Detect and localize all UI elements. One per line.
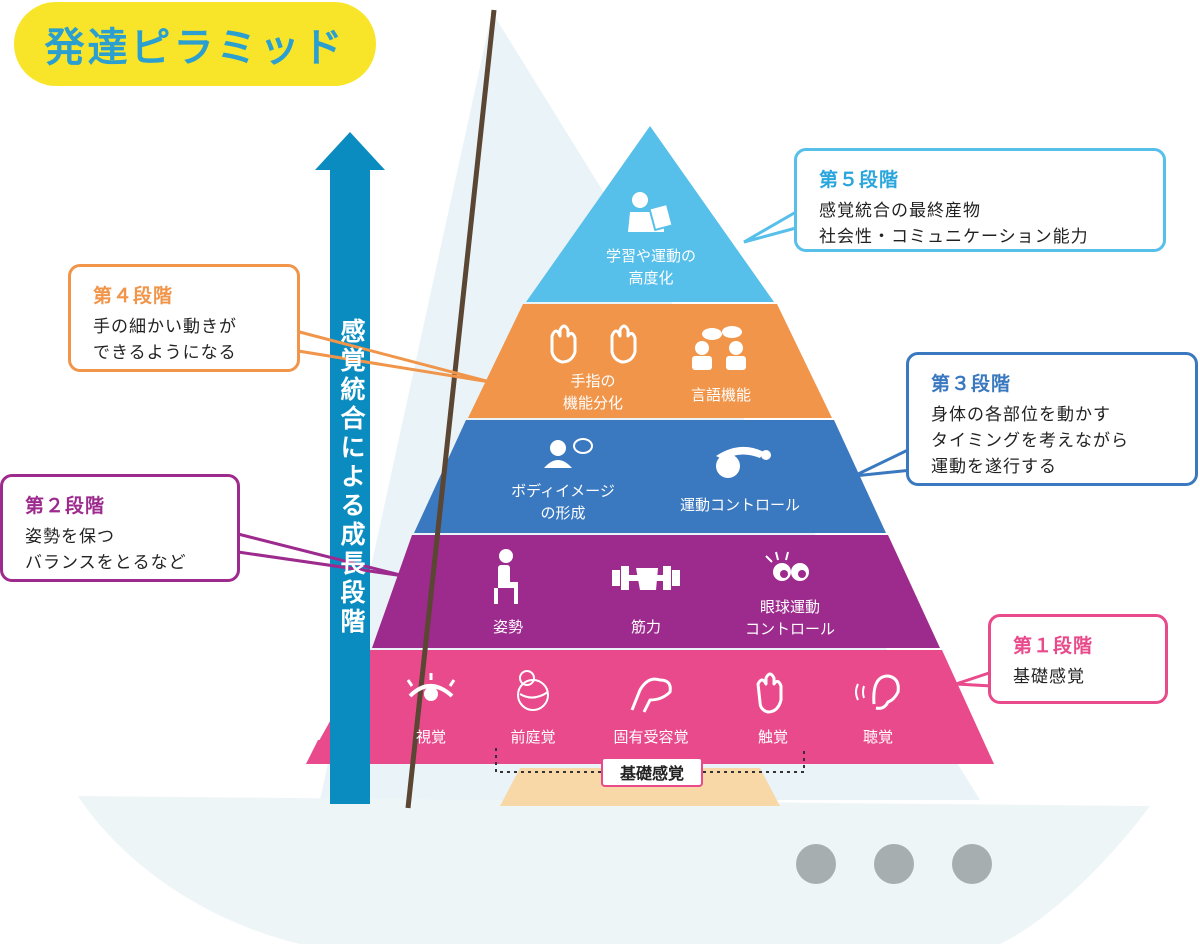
stage-2-title: 第２段階 [25, 495, 106, 517]
level-1-item-3-label: 固有受容覚 [613, 728, 689, 746]
level-1-item-2-label: 前庭覚 [510, 728, 556, 746]
stage-3-line-3: 運動を遂行する [931, 457, 1057, 477]
callout-4-pointer-b [291, 348, 491, 384]
level-1-item-1-label: 視覚 [415, 728, 447, 746]
stage-4-title: 第４段階 [93, 285, 174, 307]
stage-3-title: 第３段階 [931, 373, 1012, 395]
sitting-person-icon [494, 549, 518, 604]
level-2-item-2-label: 筋力 [630, 618, 662, 636]
callout-stage-2: 第２段階 姿勢を保つ バランスをとるなど [0, 474, 240, 582]
stage-3-line-2: タイミングを考えながら [931, 431, 1129, 451]
level-2-item-3-label: 眼球運動 コントロール [744, 598, 836, 638]
ear-icon [855, 674, 900, 710]
conversation-icon [692, 326, 746, 370]
muscle-arm-icon [630, 677, 672, 713]
stage-2-line-2: バランスをとるなど [25, 553, 187, 573]
stage-5-line-1: 感覚統合の最終産物 [819, 201, 981, 221]
page-title: 発達ピラミッド [44, 25, 346, 71]
level-3-shape [414, 420, 886, 533]
hands-icon [550, 324, 637, 364]
stage-5-line-2: 社会性・コミュニケーション能力 [819, 227, 1089, 247]
growth-arrow [315, 132, 385, 804]
person-speech-icon [544, 438, 593, 468]
level-4-shape [468, 304, 832, 418]
boat-hull [78, 796, 1150, 944]
eyes-icon [765, 551, 809, 581]
stage-1-line-1: 基礎感覚 [1013, 667, 1085, 687]
callout-stage-1: 第１段階 基礎感覚 [988, 614, 1168, 704]
callout-2-pointer-b [237, 550, 405, 578]
porthole-1 [796, 844, 836, 884]
level-1-shape [306, 650, 994, 764]
level-3-item-1-label: ボディイメージ の形成 [511, 482, 615, 522]
callout-5-pointer [743, 210, 797, 244]
stage-2-line-1: 姿勢を保つ [25, 527, 115, 547]
hand-icon [756, 672, 783, 714]
eye-icon [406, 673, 456, 701]
level-1-left-sliver [306, 740, 330, 764]
level-1-item-5-label: 聴覚 [862, 728, 894, 746]
stage-4-line-2: できるようになる [93, 343, 237, 363]
dumbbell-icon [612, 566, 680, 590]
callout-3-pointer [853, 446, 913, 478]
stage-4-line-1: 手の細かい動きが [93, 317, 237, 337]
stage-3-line-1: 身体の各部位を動かす [931, 405, 1111, 425]
balance-ball-icon [517, 670, 549, 711]
level-5-item-1-label: 学習や運動の 高度化 [605, 247, 697, 287]
callout-1-pointer [955, 670, 993, 688]
level-4-item-2-label: 言語機能 [690, 386, 752, 404]
level-3-item-2-label: 運動コントロール [679, 496, 801, 514]
callout-2-pointer-a [237, 532, 405, 578]
callout-4-pointer-a [291, 328, 491, 384]
callout-stage-4: 第４段階 手の細かい動きが できるようになる [68, 264, 300, 372]
title-pill: 発達ピラミッド [14, 2, 376, 86]
stage-5-title: 第５段階 [819, 169, 900, 191]
growth-stage-label: 感覚統合による成長段階 [337, 318, 366, 637]
stage-1-title: 第１段階 [1013, 635, 1094, 657]
callout-stage-5: 第５段階 感覚統合の最終産物 社会性・コミュニケーション能力 [794, 148, 1166, 252]
porthole-2 [874, 844, 914, 884]
base-sense-label: 基礎感覚 [601, 757, 703, 787]
callout-stage-3: 第３段階 身体の各部位を動かす タイミングを考えながら 運動を遂行する [906, 352, 1198, 486]
porthole-3 [952, 844, 992, 884]
ball-exercise-icon [716, 446, 771, 478]
level-1-item-4-label: 触覚 [757, 728, 789, 746]
level-4-item-1-label: 手指の 機能分化 [562, 372, 624, 412]
study-icon [628, 192, 674, 232]
mast [405, 9, 497, 809]
base-layer-peach [500, 768, 780, 806]
level-2-item-1-label: 姿勢 [492, 618, 524, 636]
